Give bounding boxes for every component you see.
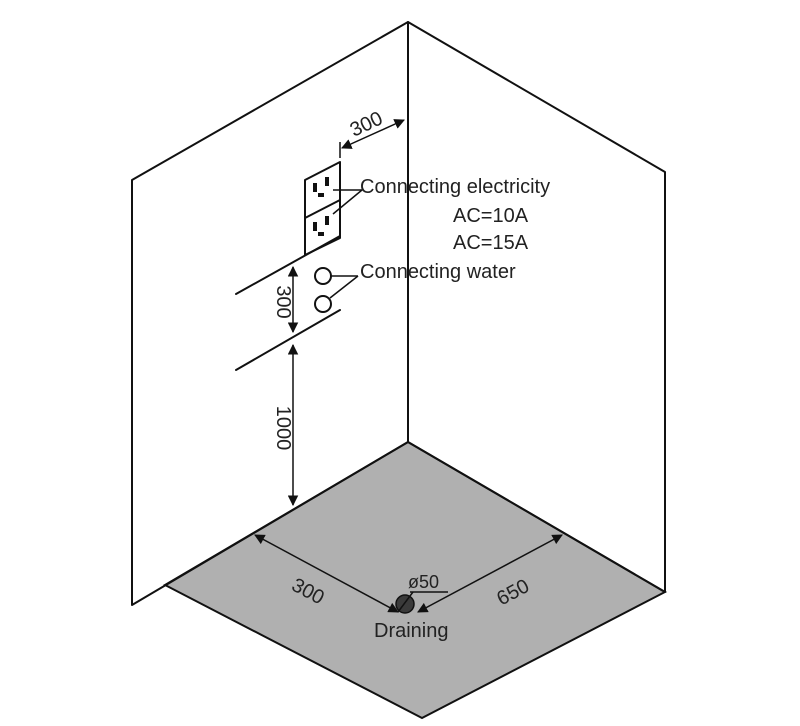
right-wall [407,21,666,593]
drain-left-dimension [254,534,399,613]
connecting-water-label: Connecting water [360,261,516,283]
lower-reference-line [235,309,341,371]
box-height-value: 300 [272,285,294,318]
connecting-electricity-label: Connecting electricity [360,176,550,198]
outlet-sockets-icon [313,177,329,236]
water-connections-icon [314,267,332,313]
drain-right-dimension [417,534,563,613]
drain-diameter-leader [397,591,414,613]
outlet-offset-value: 300 [347,108,387,142]
ac-15a-label: AC=15A [453,232,529,254]
outlet-offset-dimension [341,119,405,149]
draining-label: Draining [374,620,448,642]
drain-diameter-label: ø50 [408,572,439,592]
box-elevation-value: 1000 [272,406,294,451]
electrical-outlet-box [304,161,341,256]
electricity-leader-bottom [332,189,363,215]
outlet-divider [304,199,341,219]
water-leader-bottom [329,275,359,299]
ac-10a-label: AC=10A [453,205,529,227]
